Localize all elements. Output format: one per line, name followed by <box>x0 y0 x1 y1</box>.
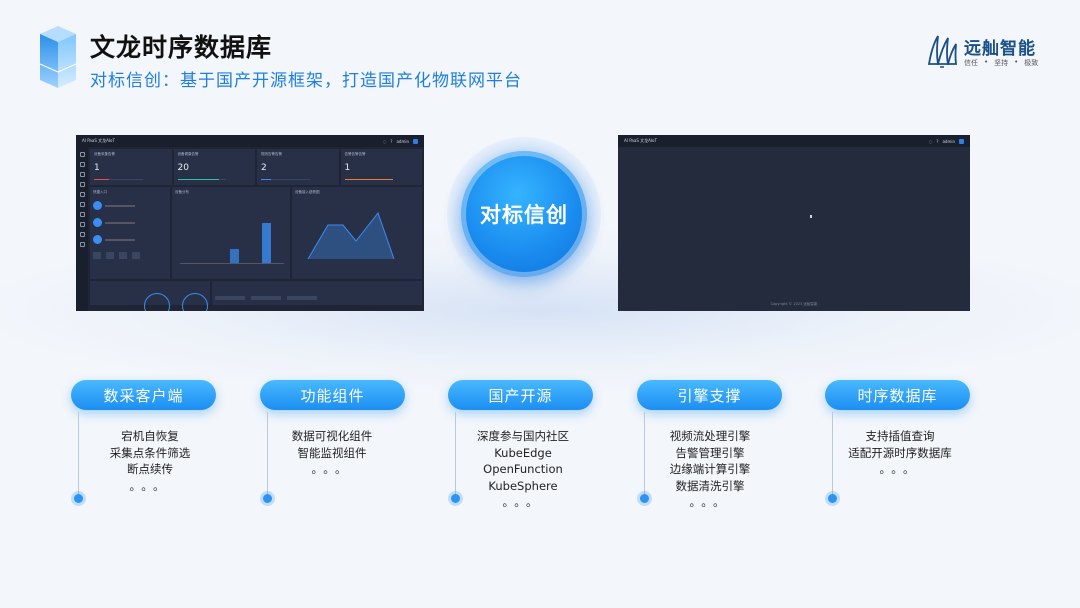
distribution-panel: 设备分布 <box>172 187 290 279</box>
brand-name: 远舢智能 <box>964 39 1036 59</box>
help-icon: ? <box>936 138 939 144</box>
column-line <box>455 412 456 498</box>
column-line <box>832 412 833 498</box>
column-text-opensource: 深度参与国内社区 KubeEdge OpenFunction KubeSpher… <box>477 429 569 509</box>
avatar <box>959 138 964 144</box>
brand: 远舢智能 信任 • 坚持 • 极致 <box>926 32 1056 72</box>
screenshot-topbar: AI PaaS 文龙AIoT ◌ ? admin <box>76 135 424 147</box>
shield-icon: ◌ <box>382 138 387 144</box>
pill-engine: 引擎支撑 <box>637 380 782 410</box>
gauge-panel <box>90 281 210 311</box>
brand-slogan: 信任 • 坚持 • 极致 <box>964 58 1039 67</box>
user-label: admin <box>942 138 955 144</box>
column-dot <box>263 494 272 503</box>
user-label: admin <box>396 138 409 144</box>
screenshot-topbar: AI PaaS 文龙AIoT ◌ ? admin <box>618 135 970 147</box>
column-text-engine: 视频流处理引擎 告警管理引擎 边缘端计算引擎 数据清洗引擎 。。。 <box>669 429 751 509</box>
column-line <box>267 412 268 498</box>
center-badge: 对标信创 <box>461 151 587 277</box>
dashboard-screenshot: AI PaaS 文龙AIoT ◌ ? admin 设备采集告警 1 设备健康告警… <box>76 135 424 311</box>
sail-logo-icon <box>927 35 958 68</box>
cube-logo-icon <box>39 26 77 88</box>
column-dot <box>828 494 837 503</box>
trend-panel: 设备接入趋势图 <box>292 187 422 279</box>
avatar <box>413 138 418 144</box>
column-dot <box>451 494 460 503</box>
pill-opensource: 国产开源 <box>448 380 593 410</box>
page-title: 文龙时序数据库 <box>90 33 273 62</box>
pill-data-client: 数采客户端 <box>71 380 216 410</box>
stat-card: 设备健康告警 20 <box>173 149 255 185</box>
screenshot-app-title: AI PaaS 文龙AIoT <box>82 138 115 143</box>
column-text-data-client: 宕机自恢复 采集点条件筛选 断点续传 。。。 <box>109 429 191 493</box>
column-text-components: 数据可视化组件 智能监视组件 。。。 <box>291 429 373 476</box>
stat-card: 设备采集告警 1 <box>90 149 172 185</box>
column-text-tsdb: 支持插值查询 适配开源时序数据库 。。。 <box>848 429 952 476</box>
page-subtitle: 对标信创：基于国产开源框架，打造国产化物联网平台 <box>90 71 522 91</box>
screenshot-app-title: AI PaaS 文龙AIoT <box>624 138 657 143</box>
quick-entry-panel: 快捷入口 <box>90 187 170 279</box>
cursor-icon <box>810 215 812 218</box>
copyright: Copyright © 2023 远舢智能 <box>770 302 818 306</box>
stat-card: 规则告警告警 2 <box>257 149 339 185</box>
screenshot-sidebar <box>76 147 88 311</box>
loading-screenshot: AI PaaS 文龙AIoT ◌ ? admin Copyright © 202… <box>618 135 970 311</box>
list-panel <box>212 281 422 305</box>
stat-card: 告警告警告警 1 <box>340 149 422 185</box>
column-dot <box>640 494 649 503</box>
shield-icon: ◌ <box>928 138 933 144</box>
column-dot <box>74 494 83 503</box>
column-line <box>78 412 79 498</box>
pill-components: 功能组件 <box>260 380 405 410</box>
help-icon: ? <box>390 138 393 144</box>
pill-tsdb: 时序数据库 <box>825 380 970 410</box>
column-line <box>644 412 645 498</box>
